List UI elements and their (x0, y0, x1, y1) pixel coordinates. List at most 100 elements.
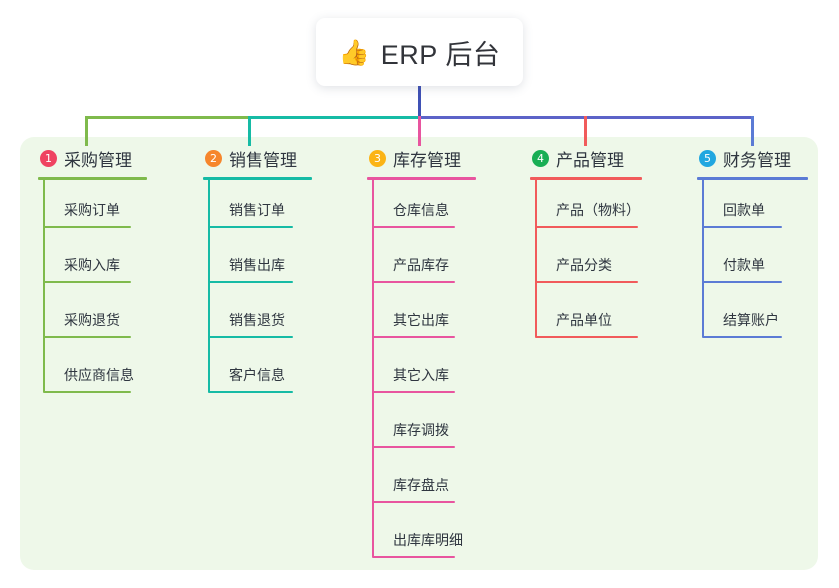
branch-column-5[interactable]: 5 财务管理 回款单付款单结算账户 (697, 146, 808, 345)
branch-badge: 4 (532, 149, 549, 167)
branch-item-rule (372, 391, 455, 393)
branch-item[interactable]: 产品库存 (367, 235, 476, 290)
branch-badge: 1 (40, 149, 57, 167)
branch-item-label: 采购订单 (64, 202, 120, 218)
branch-rule (203, 177, 312, 180)
branch-items: 回款单付款单结算账户 (697, 180, 808, 345)
branch-title: 采购管理 (64, 150, 132, 170)
branch-column-2[interactable]: 2 销售管理 销售订单销售出库销售退货客户信息 (203, 146, 312, 400)
branch-item-rule (208, 281, 293, 283)
branch-item[interactable]: 客户信息 (203, 345, 312, 400)
branch-item-rule (702, 336, 782, 338)
branch-rule (38, 177, 147, 180)
branch-item-rule (43, 336, 131, 338)
branch-spine (535, 180, 537, 337)
branch-item[interactable]: 库存盘点 (367, 455, 476, 510)
branch-header[interactable]: 1 采购管理 (38, 146, 147, 170)
branch-item-label: 付款单 (723, 257, 765, 273)
branch-spine (372, 180, 374, 557)
branch-item-label: 回款单 (723, 202, 765, 218)
branch-header[interactable]: 2 销售管理 (203, 146, 312, 170)
thumbs-up-icon: 👍 (338, 38, 370, 67)
branch-item[interactable]: 采购入库 (38, 235, 147, 290)
branch-item-rule (208, 336, 293, 338)
branch-item[interactable]: 产品单位 (530, 290, 642, 345)
branch-item-rule (43, 281, 131, 283)
branch-title: 销售管理 (229, 150, 297, 170)
branch-item-label: 产品（物料） (556, 202, 640, 218)
branch-item-label: 其它出库 (393, 312, 449, 328)
branch-item-label: 销售订单 (229, 202, 285, 218)
branch-item-rule (372, 556, 455, 558)
branch-item-rule (535, 336, 638, 338)
branch-item-label: 产品库存 (393, 257, 449, 273)
branch-item[interactable]: 其它入库 (367, 345, 476, 400)
branch-items: 采购订单采购入库采购退货供应商信息 (38, 180, 147, 400)
branch-column-1[interactable]: 1 采购管理 采购订单采购入库采购退货供应商信息 (38, 146, 147, 400)
branch-title: 库存管理 (393, 150, 461, 170)
branch-items: 销售订单销售出库销售退货客户信息 (203, 180, 312, 400)
branch-item-label: 销售退货 (229, 312, 285, 328)
branch-item[interactable]: 销售出库 (203, 235, 312, 290)
branch-header[interactable]: 3 库存管理 (367, 146, 476, 170)
branch-item-rule (535, 226, 638, 228)
branch-item-rule (43, 226, 131, 228)
branch-item[interactable]: 产品（物料） (530, 180, 642, 235)
branch-item-rule (372, 281, 455, 283)
branch-item-rule (702, 281, 782, 283)
branch-item-label: 采购退货 (64, 312, 120, 328)
branch-item[interactable]: 出库库明细 (367, 510, 476, 565)
branch-item-label: 出库库明细 (393, 532, 463, 548)
branch-item-label: 产品单位 (556, 312, 612, 328)
root-title: ERP 后台 (380, 39, 501, 70)
branch-item-rule (208, 226, 293, 228)
branch-item-rule (372, 446, 455, 448)
branch-items: 产品（物料） 产品分类产品单位 (530, 180, 642, 345)
branch-item-rule (43, 391, 131, 393)
branch-title: 财务管理 (723, 150, 791, 170)
branch-rule (367, 177, 476, 180)
branch-rule (530, 177, 642, 180)
branch-item[interactable]: 回款单 (697, 180, 808, 235)
branch-item[interactable]: 销售订单 (203, 180, 312, 235)
branch-item-label: 产品分类 (556, 257, 612, 273)
branch-header[interactable]: 5 财务管理 (697, 146, 808, 170)
branch-item[interactable]: 采购订单 (38, 180, 147, 235)
branch-spine (43, 180, 45, 392)
branch-item-label: 仓库信息 (393, 202, 449, 218)
branch-item-rule (702, 226, 782, 228)
branch-item[interactable]: 库存调拨 (367, 400, 476, 455)
branch-rule (697, 177, 808, 180)
branch-item[interactable]: 结算账户 (697, 290, 808, 345)
branch-item-rule (208, 391, 293, 393)
branches-panel (20, 137, 818, 570)
branch-item-label: 其它入库 (393, 367, 449, 383)
branch-item-rule (535, 281, 638, 283)
branch-item-label: 库存调拨 (393, 422, 449, 438)
branch-column-4[interactable]: 4 产品管理 产品（物料） 产品分类产品单位 (530, 146, 642, 345)
branch-item-label: 供应商信息 (64, 367, 134, 383)
branch-badge: 2 (205, 149, 222, 167)
branch-title: 产品管理 (556, 150, 624, 170)
branch-item[interactable]: 产品分类 (530, 235, 642, 290)
branch-badge: 5 (699, 149, 716, 167)
branch-item[interactable]: 销售退货 (203, 290, 312, 345)
branch-item[interactable]: 仓库信息 (367, 180, 476, 235)
root-node[interactable]: 👍 ERP 后台 (316, 18, 523, 86)
branch-badge: 3 (369, 149, 386, 167)
branch-item[interactable]: 供应商信息 (38, 345, 147, 400)
branch-item[interactable]: 付款单 (697, 235, 808, 290)
branch-spine (702, 180, 704, 337)
branch-item-label: 库存盘点 (393, 477, 449, 493)
branch-item-rule (372, 336, 455, 338)
branch-header[interactable]: 4 产品管理 (530, 146, 642, 170)
branch-column-3[interactable]: 3 库存管理 仓库信息产品库存其它出库其它入库库存调拨库存盘点出库库明细 (367, 146, 476, 565)
branch-item-label: 采购入库 (64, 257, 120, 273)
branch-item-rule (372, 226, 455, 228)
branch-item-rule (372, 501, 455, 503)
branch-spine (208, 180, 210, 392)
branch-item[interactable]: 其它出库 (367, 290, 476, 345)
branch-items: 仓库信息产品库存其它出库其它入库库存调拨库存盘点出库库明细 (367, 180, 476, 565)
branch-item[interactable]: 采购退货 (38, 290, 147, 345)
